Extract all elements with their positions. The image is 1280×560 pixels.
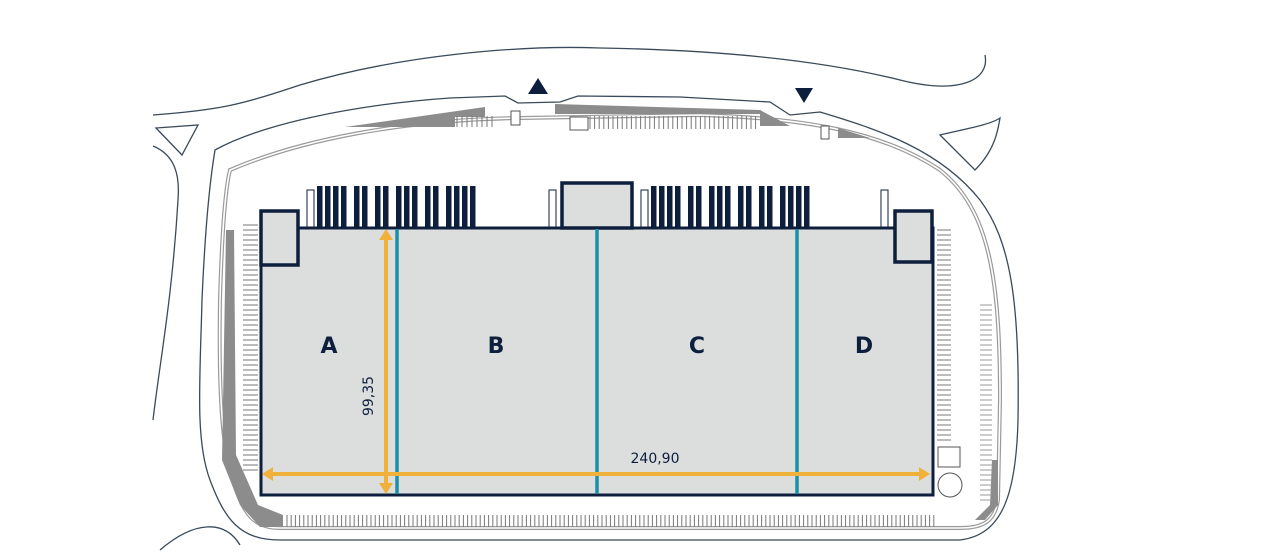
arrowhead-icon: [919, 467, 930, 481]
dock-door: [548, 189, 557, 229]
dock-door: [433, 186, 439, 228]
building: A B C D: [259, 181, 935, 497]
dock-door: [738, 186, 744, 228]
water-tank: [937, 472, 963, 498]
office-block-east: [893, 209, 934, 264]
dock-door: [306, 189, 315, 229]
dock-door: [640, 189, 649, 229]
gatehouse: [569, 116, 589, 131]
road-network: [152, 46, 1019, 551]
dock-door: [675, 186, 681, 228]
paving-strip: [838, 128, 870, 138]
outer-road-north-edge: [152, 46, 987, 116]
dock-door: [709, 186, 715, 228]
dock-door: [354, 186, 360, 228]
dock-door: [780, 186, 786, 228]
dock-door: [425, 186, 431, 228]
traffic-island: [154, 124, 200, 157]
paved-strips: [222, 104, 998, 527]
parking-stalls: [243, 116, 992, 527]
paving-strip: [345, 107, 485, 127]
paving-strip: [222, 230, 283, 527]
office-block-west: [259, 209, 300, 267]
entrance-arrow-icon: [528, 78, 548, 94]
arrowhead-icon: [379, 483, 393, 494]
dock-door: [396, 186, 402, 228]
dock-door: [788, 186, 794, 228]
dock-door: [804, 186, 810, 228]
arrowhead-icon: [262, 467, 273, 481]
dock-door: [454, 186, 460, 228]
dock-door: [651, 186, 657, 228]
unit-d-label: D: [855, 334, 873, 359]
dock-door: [470, 186, 476, 228]
dock-door: [375, 186, 381, 228]
dock-door: [688, 186, 694, 228]
dock-door: [383, 186, 389, 228]
dock-door: [412, 186, 418, 228]
outer-road-west-edge: [152, 145, 180, 421]
roundabout-edge: [159, 526, 241, 551]
gatehouse: [820, 125, 830, 140]
dock-door: [333, 186, 339, 228]
unit-b-label: B: [488, 334, 505, 359]
dock-door: [759, 186, 765, 228]
dock-door: [317, 186, 323, 228]
dock-door: [746, 186, 752, 228]
dock-door: [725, 186, 731, 228]
width-dimension-label: 99,35: [361, 376, 377, 416]
site-boundary-road: [198, 95, 1019, 541]
dock-door: [696, 186, 702, 228]
dock-door: [404, 186, 410, 228]
gatehouse: [510, 110, 521, 126]
dimension-lines: [262, 229, 930, 494]
utility-box: [937, 446, 961, 468]
unit-a-label: A: [320, 334, 337, 359]
unit-c-label: C: [689, 334, 705, 359]
dock-door: [325, 186, 331, 228]
dock-door: [659, 186, 665, 228]
loading-docks: [306, 186, 889, 229]
dock-door: [796, 186, 802, 228]
dock-door: [462, 186, 468, 228]
dock-door: [341, 186, 347, 228]
dock-door: [767, 186, 773, 228]
arrowhead-icon: [379, 229, 393, 240]
dock-door: [446, 186, 452, 228]
dock-door: [362, 186, 368, 228]
central-office-block: [560, 181, 634, 230]
dock-door: [667, 186, 673, 228]
length-dimension-label: 240,90: [631, 451, 680, 467]
paving-strip: [975, 460, 998, 520]
dock-door: [880, 189, 889, 229]
dock-door: [717, 186, 723, 228]
traffic-island-east: [938, 116, 1001, 171]
exit-arrow-icon: [795, 88, 813, 103]
paving-strip: [555, 104, 790, 126]
